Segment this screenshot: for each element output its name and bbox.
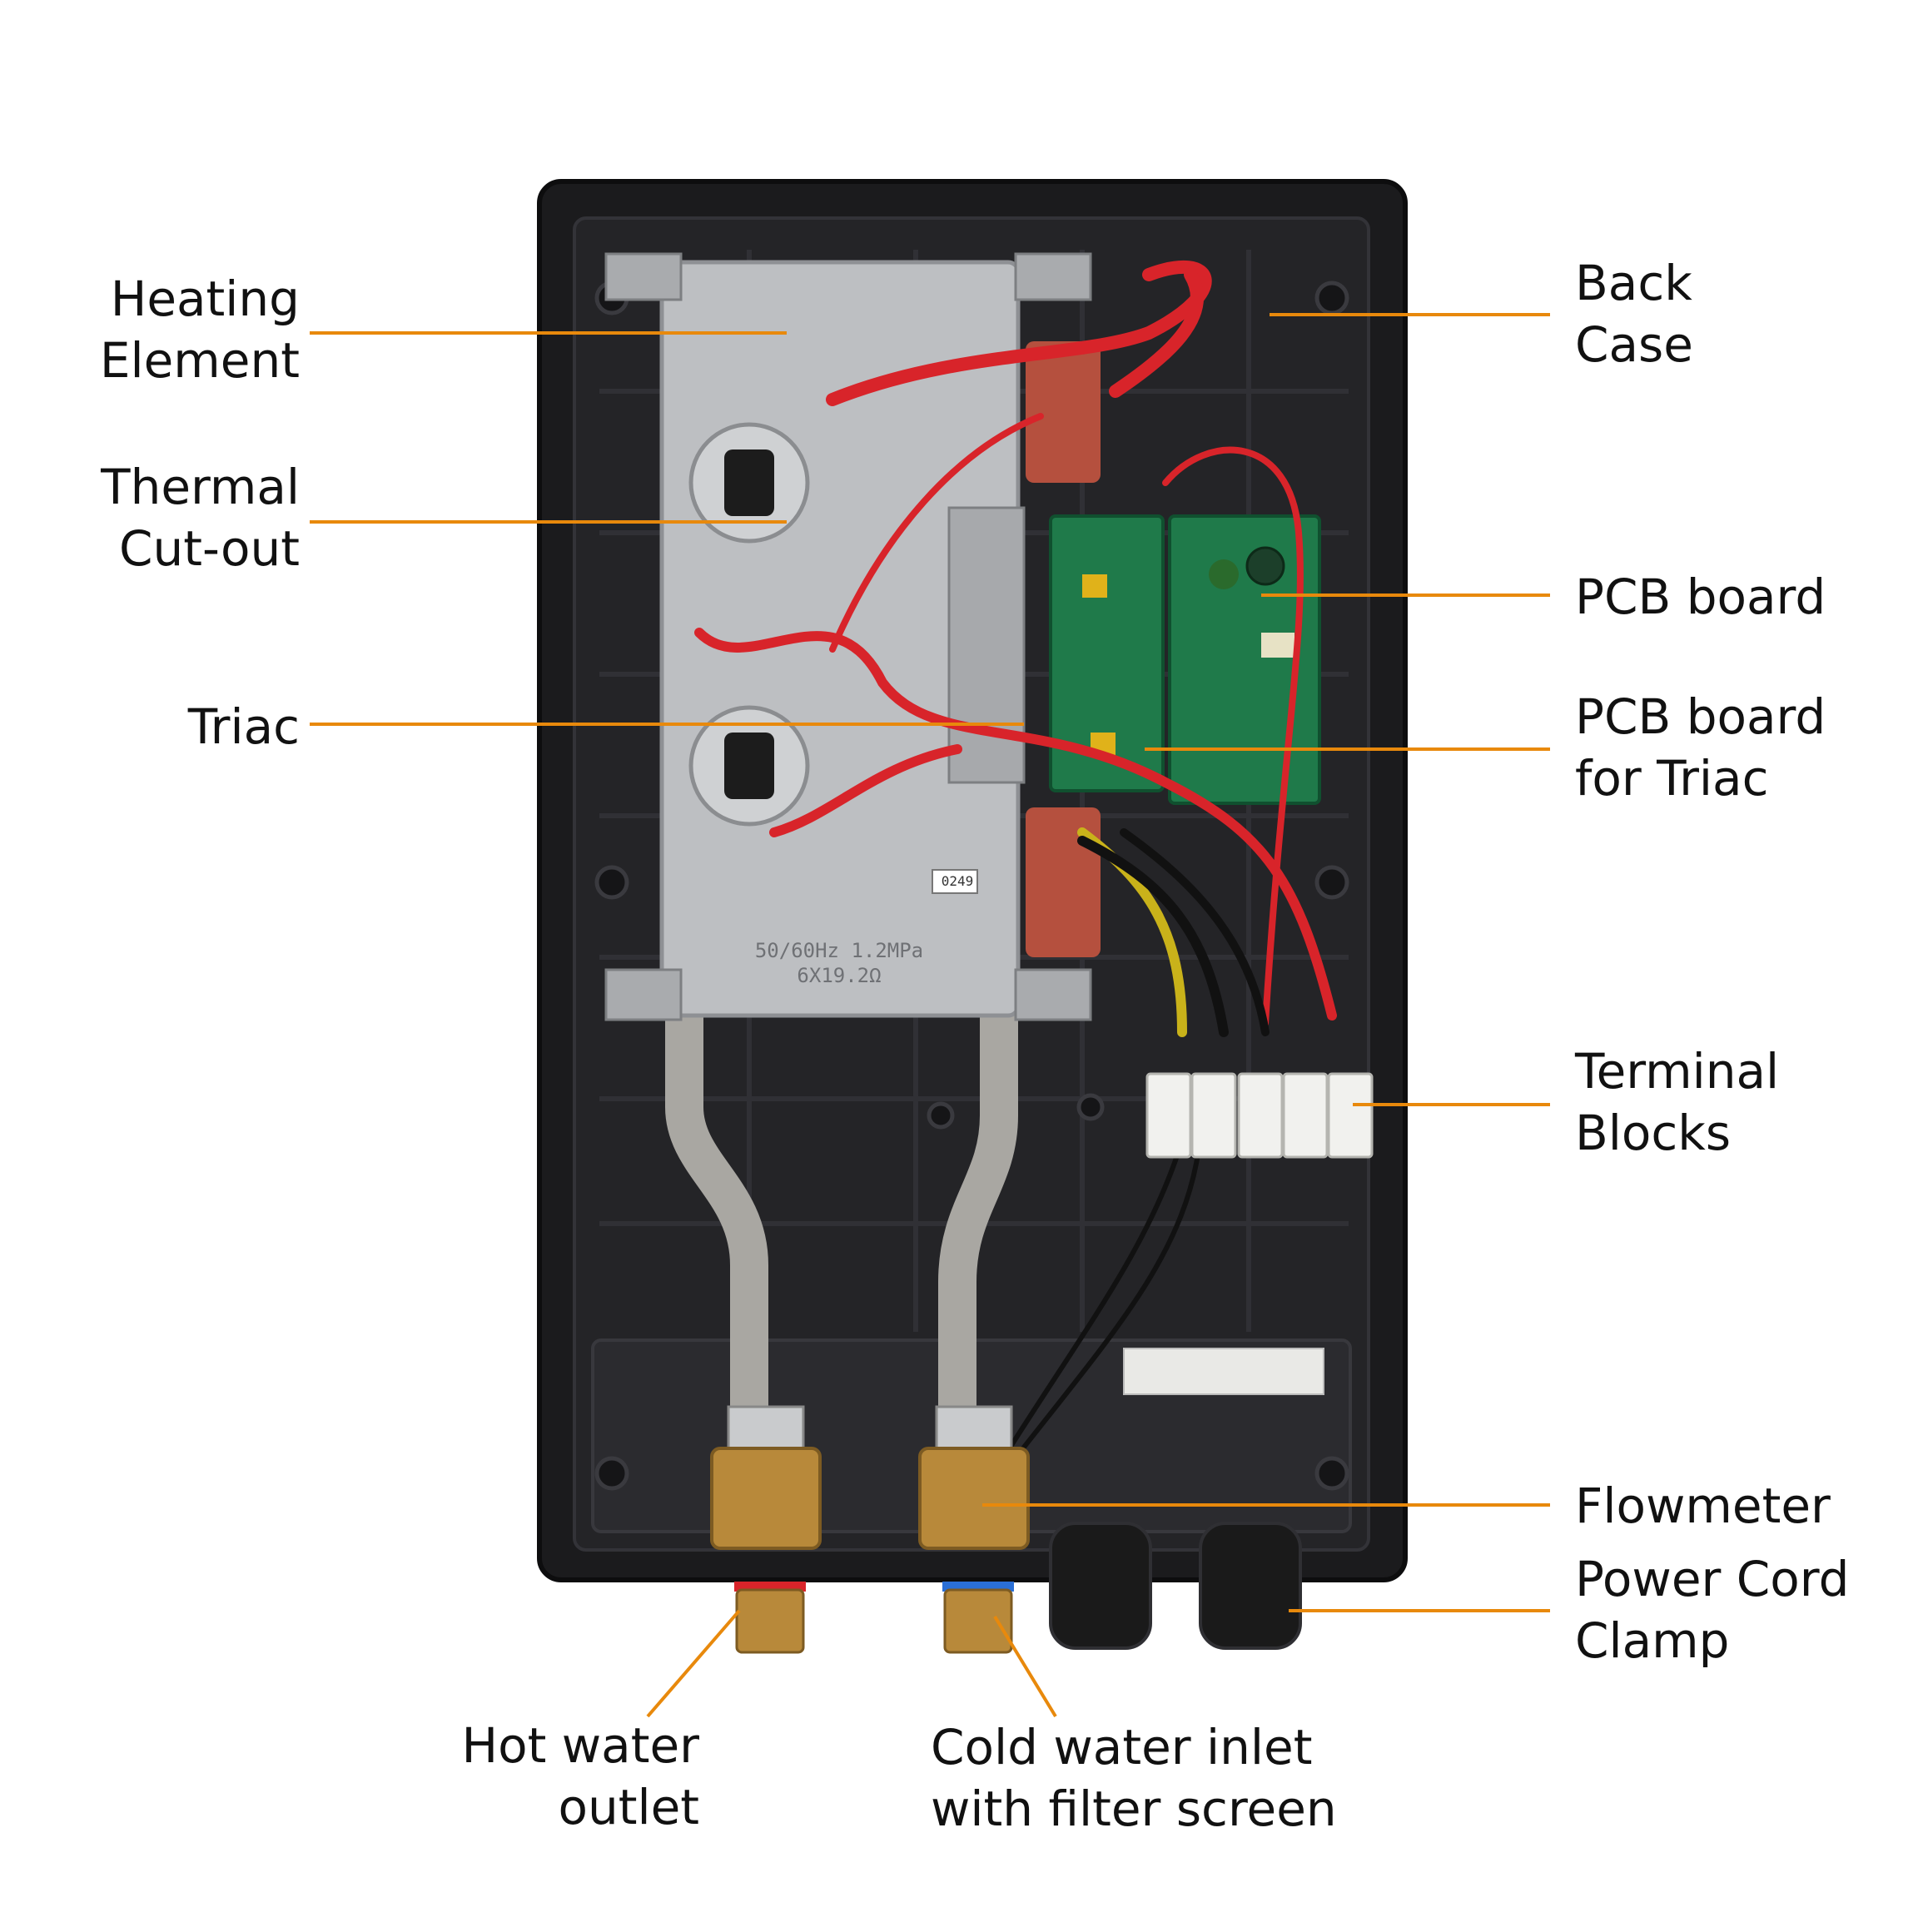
- label-triac-line-1: Triac: [187, 698, 300, 755]
- cable-glands: [1049, 1522, 1302, 1650]
- label-heating-element-line-1: Heating: [110, 271, 300, 327]
- label-thermal-cutout-line-2: Cut-out: [119, 520, 300, 577]
- rating-line-1: 50/60Hz 1.2MPa: [755, 939, 923, 962]
- thermal-cutouts: [688, 422, 810, 827]
- label-cold-water-line-1: Cold water inlet: [931, 1719, 1313, 1776]
- pipes: [665, 980, 1018, 1434]
- rating-line-2: 6X19.2Ω: [797, 964, 881, 987]
- label-back-case: Back Case: [1575, 252, 1908, 375]
- wiring-sticker: [1123, 1348, 1324, 1395]
- label-hot-water: Hot water outlet: [358, 1715, 699, 1838]
- label-flowmeter: Flowmeter: [1575, 1475, 1908, 1537]
- terminal-blocks: [1145, 1072, 1374, 1159]
- label-heating-element-line-2: Element: [99, 332, 300, 389]
- flowmeter-body: [918, 1447, 1030, 1550]
- heating-element-plate: 0249 50/60Hz 1.2MPa 6X19.2Ω: [604, 252, 1092, 1021]
- leader-cold-water: [993, 1615, 1057, 1718]
- pcb-triac-board: [1049, 514, 1165, 792]
- label-power-cord-clamp-line-1: Power Cord: [1575, 1551, 1850, 1607]
- label-terminal-blocks-line-2: Blocks: [1575, 1105, 1732, 1161]
- label-terminal-blocks: Terminal Blocks: [1575, 1040, 1908, 1164]
- sticker-text: 0249: [942, 873, 974, 889]
- leader-lines: [310, 313, 1550, 1718]
- label-cold-water: Cold water inlet with filter screen: [931, 1716, 1397, 1840]
- label-hot-water-line-1: Hot water: [461, 1717, 699, 1774]
- leader-hot-water: [646, 1609, 741, 1718]
- label-cold-water-line-2: with filter screen: [931, 1781, 1337, 1837]
- label-heating-element: Heating Element: [50, 268, 300, 391]
- label-pcb-triac: PCB board for Triac: [1575, 686, 1908, 809]
- pcb-main-board: [1168, 514, 1321, 805]
- label-back-case-line-2: Case: [1575, 316, 1693, 373]
- label-thermal-cutout-line-1: Thermal: [101, 459, 300, 515]
- label-back-case-line-1: Back: [1575, 255, 1692, 311]
- label-power-cord-clamp-line-2: Clamp: [1575, 1612, 1730, 1669]
- label-pcb-board: PCB board: [1575, 566, 1908, 628]
- label-hot-water-line-2: outlet: [558, 1779, 699, 1835]
- water-fittings: [710, 1405, 1030, 1654]
- label-terminal-blocks-line-1: Terminal: [1575, 1043, 1780, 1100]
- qr-sticker: [932, 869, 978, 894]
- label-power-cord-clamp: Power Cord Clamp: [1575, 1548, 1925, 1671]
- triac-heatsink: [947, 506, 1026, 784]
- label-pcb-board-line-1: PCB board: [1575, 569, 1826, 625]
- wiring: [694, 261, 1337, 1492]
- label-triac: Triac: [50, 696, 300, 757]
- label-thermal-cutout: Thermal Cut-out: [50, 456, 300, 579]
- pcb-boards: [1049, 514, 1321, 805]
- label-flowmeter-line-1: Flowmeter: [1575, 1478, 1831, 1534]
- label-pcb-triac-line-2: for Triac: [1575, 750, 1769, 807]
- label-pcb-triac-line-1: PCB board: [1575, 688, 1826, 745]
